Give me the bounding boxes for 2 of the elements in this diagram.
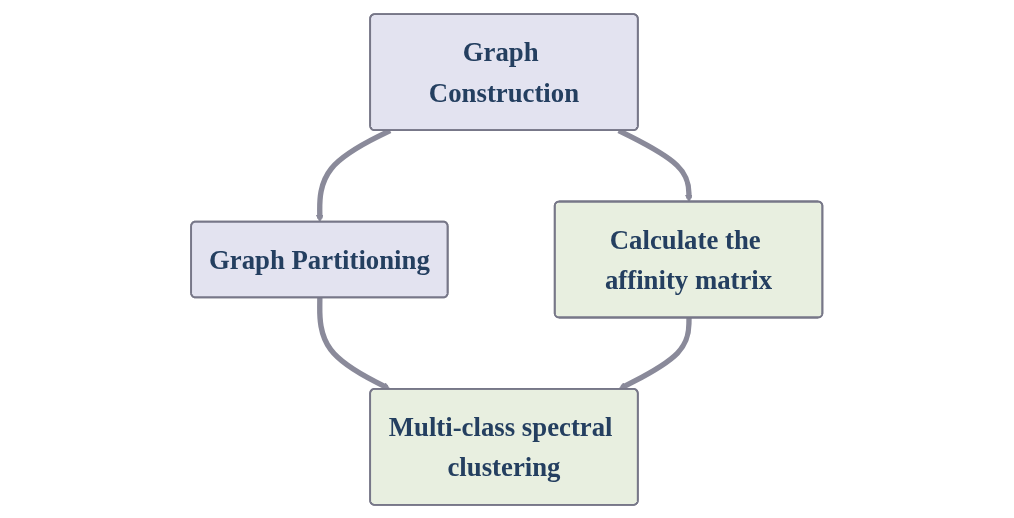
arrow [317, 297, 391, 390]
arrow [618, 317, 692, 390]
